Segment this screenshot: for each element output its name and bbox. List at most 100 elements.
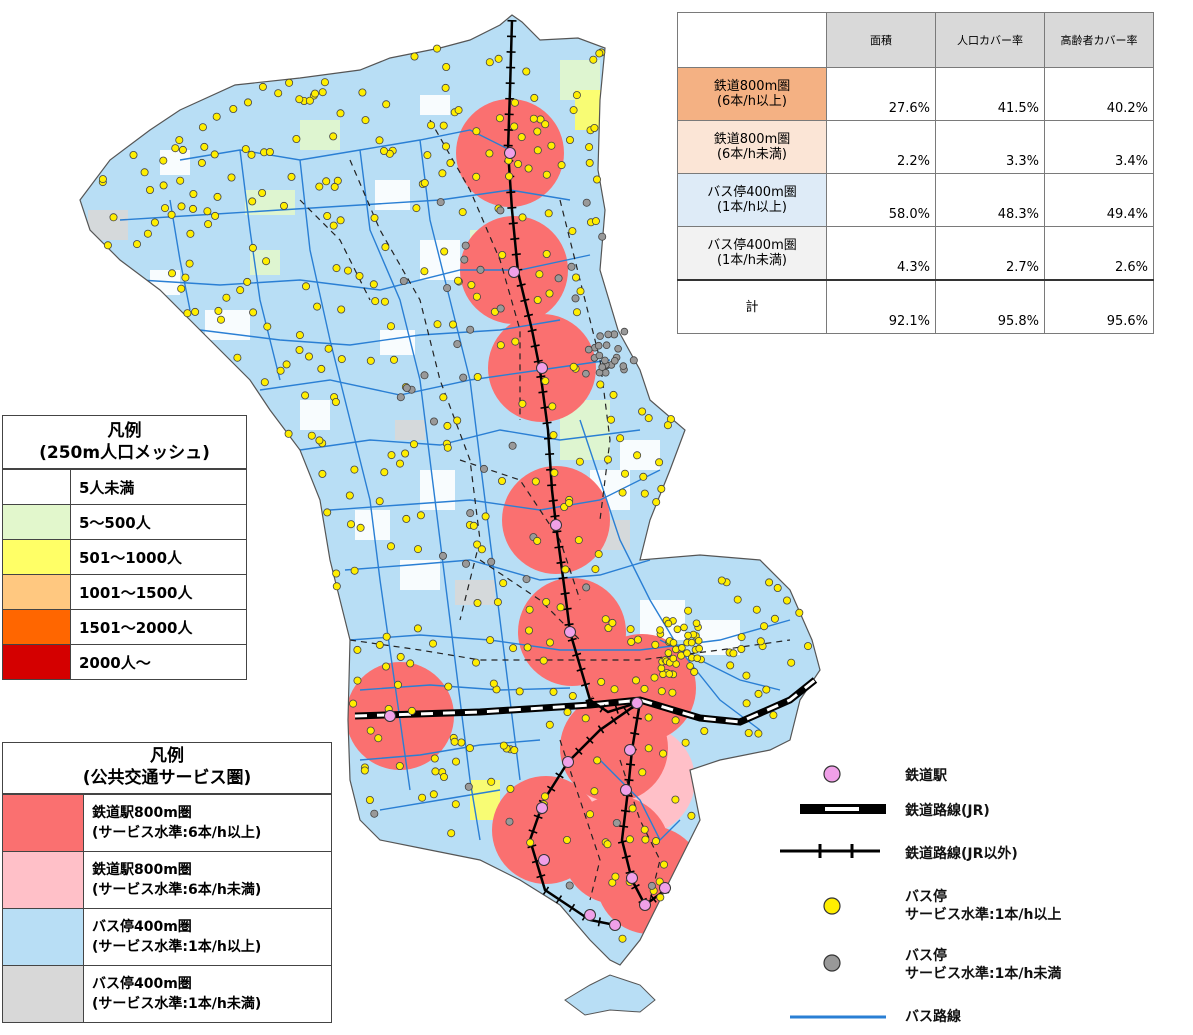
bus-stop-high	[684, 606, 693, 615]
bus-stop-high	[185, 259, 194, 268]
bus-stop-high	[669, 654, 678, 663]
station	[584, 909, 596, 921]
bus-stop-high	[439, 121, 448, 130]
bus-stop-high	[317, 364, 326, 373]
bus-stop-high	[395, 459, 404, 468]
bus-stop-high	[451, 757, 460, 766]
bus-stop-high	[544, 209, 553, 218]
bus-stop-high	[248, 197, 257, 206]
bus-stop-high	[433, 320, 442, 329]
bus-stop-high	[618, 488, 627, 497]
bus-stop-high	[381, 662, 390, 671]
legend-bus-stop-high-label: バス停 サービス水準:1本/h以上	[905, 889, 1062, 923]
station	[384, 710, 396, 722]
bus-stop-high	[489, 679, 498, 688]
bus-stop-high	[485, 149, 494, 158]
bus-stop-high	[541, 120, 550, 129]
bus-stop-high	[754, 689, 763, 698]
station	[624, 744, 636, 756]
bus-stop-high	[337, 355, 346, 364]
bus-stop-high	[380, 468, 389, 477]
bus-stop-low	[443, 284, 452, 293]
bus-stop-high	[395, 762, 404, 771]
bus-stop-high	[586, 810, 595, 819]
cell-area: 4.3%	[826, 226, 936, 281]
bus-route	[359, 739, 541, 761]
bus-stop-high	[241, 145, 250, 154]
bus-stop-high	[369, 280, 378, 289]
bus-stop-low	[487, 557, 496, 566]
bus-stop-high	[346, 520, 355, 529]
bus-stop-high	[533, 536, 542, 545]
bus-stop-high	[442, 63, 451, 72]
bus-stop-high	[301, 282, 310, 291]
legend-item: 501～1000人	[3, 539, 246, 574]
bus-route	[579, 419, 761, 731]
bus-stop-high	[590, 124, 599, 133]
bus-stop-high	[756, 637, 765, 646]
bus-stop-high	[413, 624, 422, 633]
bus-stop-high	[765, 578, 774, 587]
bus-stop-high	[526, 838, 535, 847]
bus-stop-high	[276, 366, 285, 375]
bus-stop-low	[429, 417, 438, 426]
jr-line-dashes	[354, 678, 816, 724]
legend-station-label: 鉄道駅	[905, 768, 947, 784]
bus-stop-high	[495, 114, 504, 123]
bus-stop-high	[572, 273, 581, 282]
bus-stop-high	[494, 54, 503, 63]
bus-stop-high	[744, 729, 753, 738]
bus-route	[299, 429, 641, 451]
bus-stop-high	[497, 476, 506, 485]
station	[626, 872, 638, 884]
bus-stop-high	[386, 542, 395, 551]
legend-label: 1001～1500人	[79, 583, 193, 602]
bus-stop-high	[593, 756, 602, 765]
bus-stop-high	[274, 89, 283, 98]
bus-stop-high	[318, 469, 327, 478]
bus-stop-high	[678, 644, 686, 652]
island	[564, 974, 656, 1016]
bus-stop-high	[625, 835, 634, 844]
bus-stop-high	[197, 158, 206, 167]
bus-stop-high	[178, 145, 187, 154]
bus-stop-high	[260, 378, 269, 387]
bus-stop-low	[602, 341, 611, 350]
bus-stop-high	[265, 147, 274, 156]
bus-stop-high	[431, 767, 440, 776]
bus-stop-high	[427, 121, 436, 130]
bus-stop-high	[366, 726, 375, 735]
bus-stop-high	[295, 95, 304, 104]
bus-stop-high	[694, 636, 703, 645]
bus-stop-high	[671, 795, 680, 804]
station	[504, 147, 516, 159]
bus-route	[329, 469, 661, 511]
bus-stop-high	[387, 451, 396, 460]
bus-stop-high	[315, 436, 324, 445]
bus-stop-high	[525, 626, 534, 635]
bus-stop-high	[752, 605, 761, 614]
bus-stop-high	[607, 415, 616, 424]
bus-stop-high	[639, 472, 648, 481]
bus-stop-high	[541, 792, 550, 801]
bus-stop-high	[525, 605, 534, 614]
bus-stop-high	[318, 88, 327, 97]
legend-label: 鉄道駅800m圏(サービス水準:6本/h以上)	[92, 805, 262, 841]
bus-stop-high	[510, 98, 519, 107]
bus-stop-high	[783, 596, 792, 605]
mesh-cell	[88, 210, 128, 240]
district-boundary	[429, 119, 521, 420]
bus-stop-high	[693, 654, 701, 663]
bus-stop-high	[248, 243, 257, 252]
legend-swatch	[3, 610, 71, 644]
legend-bus-route-label: バス路線	[905, 1009, 961, 1025]
bus-stop-high	[258, 82, 267, 91]
bus-stop-high	[186, 229, 195, 238]
district-boundaries	[299, 119, 791, 901]
other-line-main	[506, 19, 641, 714]
bus-stop-high	[353, 645, 362, 654]
legend-swatch	[3, 575, 71, 609]
bus-stop-high	[159, 181, 168, 190]
bus-stop-high	[389, 355, 398, 364]
bus-stop-high	[249, 308, 258, 317]
